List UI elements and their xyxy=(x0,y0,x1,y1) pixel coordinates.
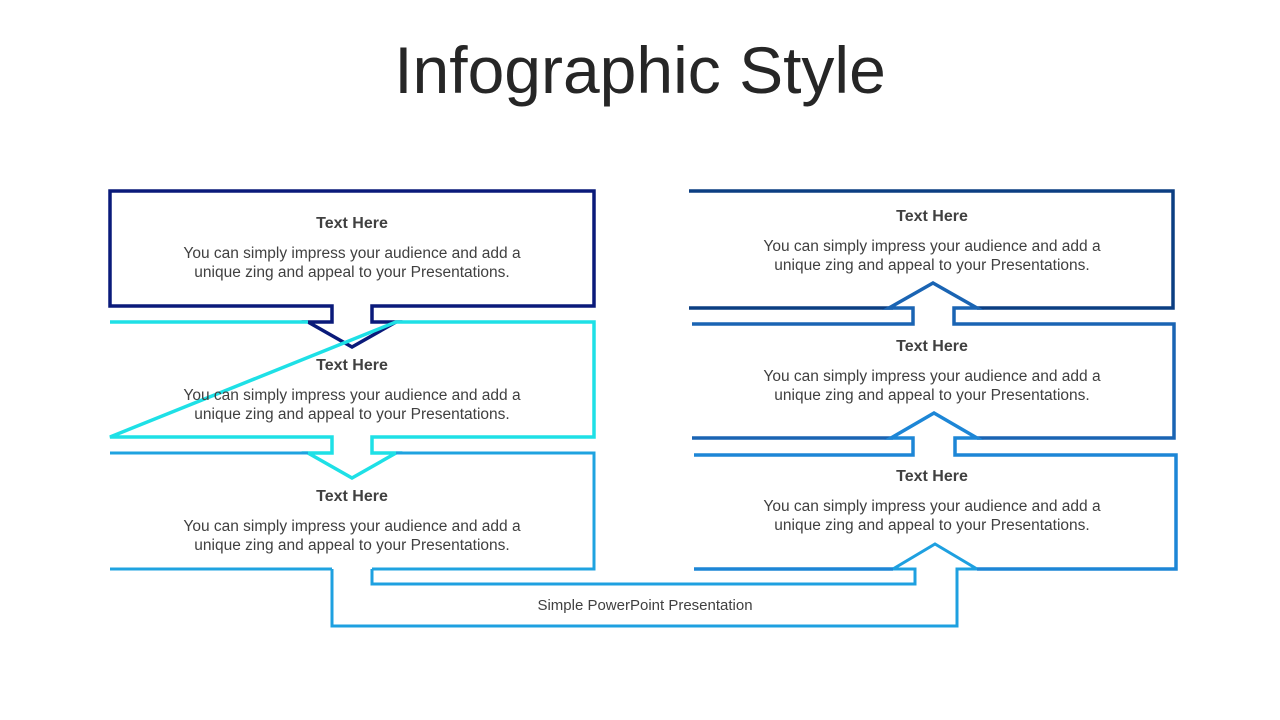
box-body-line: unique zing and appeal to your Presentat… xyxy=(194,264,510,281)
connector-arrow xyxy=(330,542,983,628)
box-body-line: You can simply impress your audience and… xyxy=(763,238,1101,255)
left-box-1-frame xyxy=(108,189,596,350)
footer-label: Simple PowerPoint Presentation xyxy=(537,597,753,614)
left-box-2-frame xyxy=(109,320,596,481)
box-body-line: unique zing and appeal to your Presentat… xyxy=(774,387,1090,404)
box-heading: Text Here xyxy=(896,338,968,355)
box-body-line: unique zing and appeal to your Presentat… xyxy=(774,257,1090,274)
box-body-line: unique zing and appeal to your Presentat… xyxy=(194,537,510,554)
page-title: Infographic Style xyxy=(394,33,886,107)
box-body-line: You can simply impress your audience and… xyxy=(763,498,1101,515)
box-body-line: unique zing and appeal to your Presentat… xyxy=(194,406,510,423)
box-heading: Text Here xyxy=(316,357,388,374)
left-box-1: Text Here You can simply impress your au… xyxy=(110,214,594,282)
right-box-2-frame xyxy=(692,280,1176,440)
right-box-1: Text Here You can simply impress your au… xyxy=(689,207,1175,275)
box-body-line: unique zing and appeal to your Presentat… xyxy=(774,517,1090,534)
box-heading: Text Here xyxy=(316,488,388,505)
box-body-line: You can simply impress your audience and… xyxy=(763,368,1101,385)
left-box-2: Text Here You can simply impress your au… xyxy=(110,356,594,424)
box-body-line: You can simply impress your audience and… xyxy=(183,387,521,404)
right-box-1-frame xyxy=(689,189,1175,310)
box-body-line: You can simply impress your audience and… xyxy=(183,245,521,262)
left-box-3: Text Here You can simply impress your au… xyxy=(110,487,594,555)
right-box-3-frame xyxy=(694,410,1178,571)
box-heading: Text Here xyxy=(896,468,968,485)
right-box-2: Text Here You can simply impress your au… xyxy=(689,337,1175,405)
box-body-line: You can simply impress your audience and… xyxy=(183,518,521,535)
box-heading: Text Here xyxy=(896,208,968,225)
right-box-3: Text Here You can simply impress your au… xyxy=(689,467,1175,535)
left-box-3-frame xyxy=(110,451,596,571)
box-heading: Text Here xyxy=(316,215,388,232)
